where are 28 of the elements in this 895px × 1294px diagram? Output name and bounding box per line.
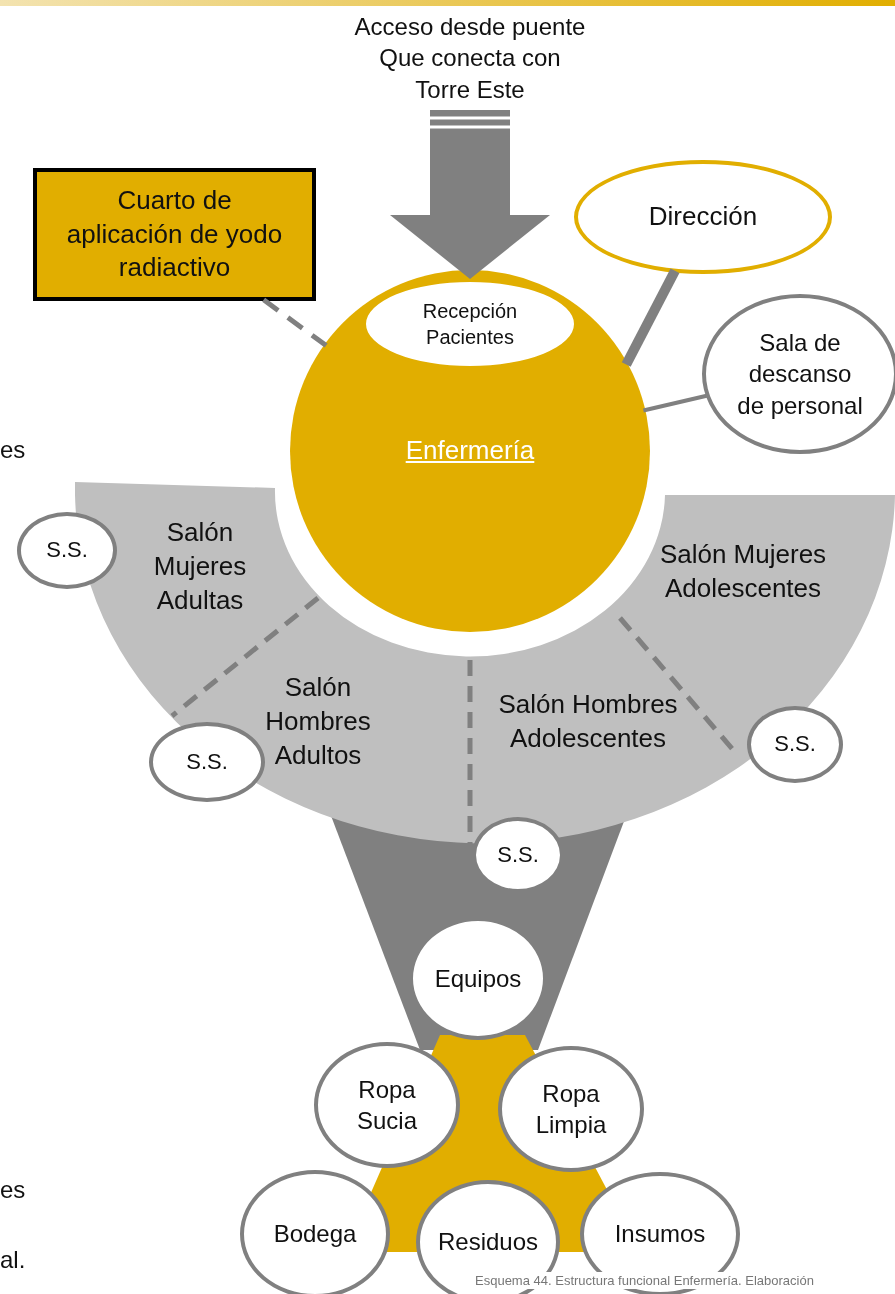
- room-label: Cuarto de aplicación de yodo radiactivo: [65, 183, 284, 285]
- connector-line: [642, 393, 709, 413]
- room-label: Ropa Sucia: [355, 1074, 418, 1136]
- room-label: Bodega: [273, 1219, 357, 1250]
- room-label: Dirección: [648, 200, 758, 234]
- room-label: Sala de descanso de personal: [736, 328, 864, 421]
- room-label: S.S.: [497, 840, 539, 869]
- room-label: Insumos: [614, 1219, 706, 1250]
- room-label: S.S.: [774, 730, 816, 759]
- room-label: Residuos: [437, 1227, 539, 1258]
- room-label: S.S.: [186, 747, 228, 776]
- room-label: Ropa Limpia: [534, 1078, 608, 1140]
- ward-label: Salón Mujeres Adultas: [152, 516, 248, 617]
- block-arrow: [390, 110, 550, 279]
- room-label: S.S.: [46, 536, 88, 565]
- dashed-connector: [262, 297, 328, 348]
- text-fragment: es: [0, 436, 26, 464]
- room-label: Equipos: [434, 963, 522, 994]
- connector-line: [621, 268, 680, 367]
- room-label: Enfermería: [405, 434, 535, 468]
- ward-label: Salón Hombres Adultos: [264, 671, 372, 772]
- ward-label: Salón Mujeres Adolescentes: [658, 538, 828, 605]
- text-fragment: al.: [0, 1246, 26, 1274]
- room-box: [33, 168, 316, 301]
- access-label: Acceso desde puente Que conecta con Torre Este: [353, 12, 587, 105]
- text-fragment: es: [0, 1176, 26, 1204]
- room-label: Recepción Pacientes: [421, 299, 519, 350]
- ward-label: Salón Hombres Adolescentes: [498, 688, 678, 755]
